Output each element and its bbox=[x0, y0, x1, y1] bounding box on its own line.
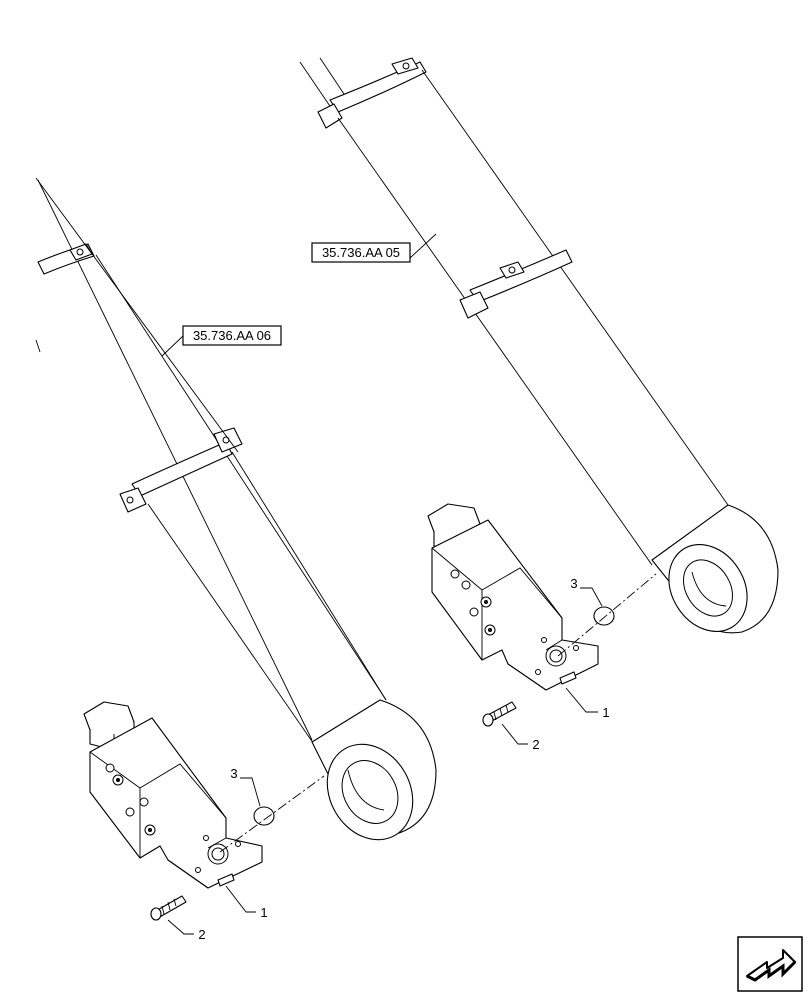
svg-text:1: 1 bbox=[602, 705, 609, 720]
lower-cylinder bbox=[35, 177, 437, 841]
lower-cylinder-reference-text: 35.736.AA 06 bbox=[193, 328, 271, 343]
lower-valve-block bbox=[83, 701, 263, 889]
upper-valve-block bbox=[427, 503, 599, 691]
svg-text:2: 2 bbox=[532, 737, 539, 752]
upper-centre-line bbox=[557, 573, 657, 657]
svg-text:3: 3 bbox=[570, 576, 577, 591]
upper-cylinder-reference-text: 35.736.AA 05 bbox=[322, 245, 400, 260]
lower-cylinder-reference: 35.736.AA 06 bbox=[161, 325, 282, 357]
callout-upper-valve-block: 1 bbox=[565, 687, 610, 720]
callout-lower-valve-block: 1 bbox=[225, 885, 268, 920]
upper-cylinder bbox=[299, 57, 779, 634]
upper-screw bbox=[482, 701, 517, 727]
svg-text:1: 1 bbox=[260, 905, 267, 920]
svg-text:2: 2 bbox=[198, 927, 205, 942]
double-arrow-next-icon bbox=[737, 936, 803, 992]
next-page-button[interactable] bbox=[737, 936, 803, 992]
svg-text:3: 3 bbox=[230, 766, 237, 781]
lower-screw bbox=[150, 895, 187, 921]
lower-o-ring bbox=[253, 806, 275, 826]
callout-upper-screw: 2 bbox=[501, 723, 540, 752]
upper-o-ring bbox=[593, 606, 615, 626]
callout-upper-o-ring: 3 bbox=[570, 576, 603, 607]
callout-lower-o-ring: 3 bbox=[230, 766, 261, 807]
upper-cylinder-reference: 35.736.AA 05 bbox=[311, 233, 437, 263]
lower-centre-line bbox=[219, 775, 325, 853]
callout-lower-screw: 2 bbox=[167, 919, 206, 942]
